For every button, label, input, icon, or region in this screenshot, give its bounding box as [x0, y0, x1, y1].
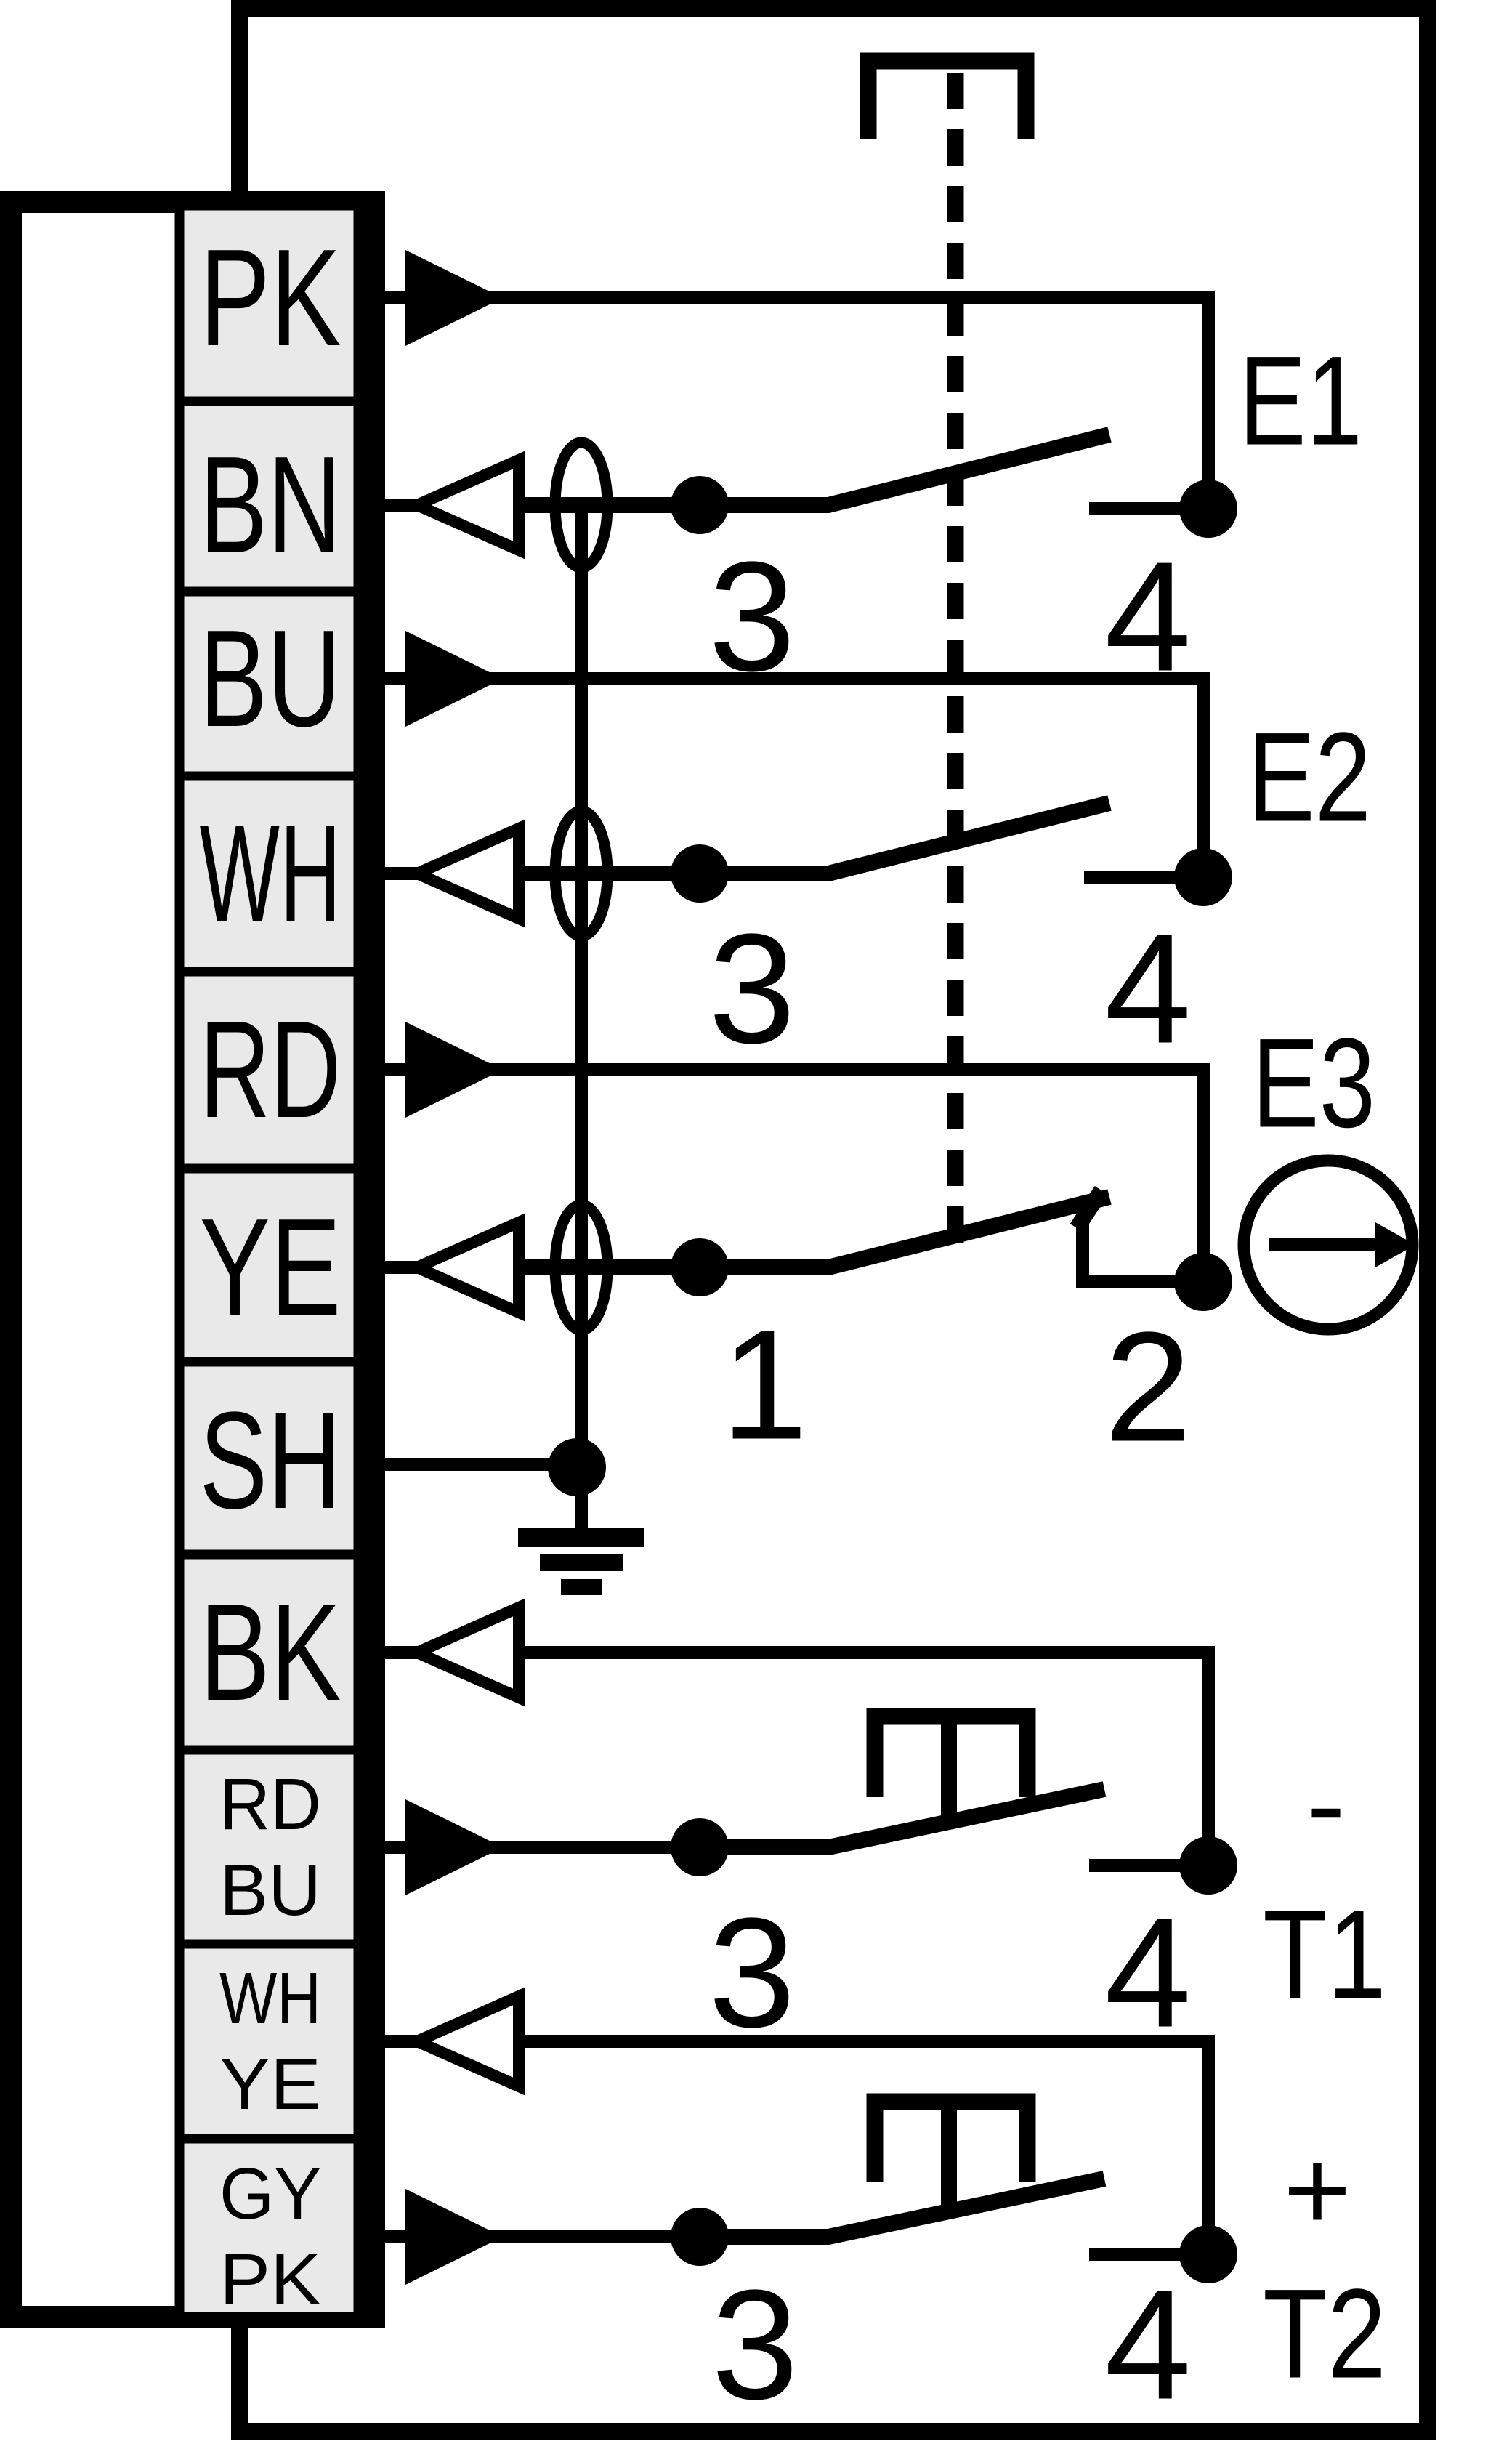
pin-label: RD: [200, 993, 341, 1147]
terminal-dot-4: [1174, 848, 1232, 906]
pin-label: BU: [219, 1849, 321, 1931]
circuit-t1: 3 4 T1 -: [363, 1598, 1386, 2060]
terminal-label: 3: [708, 1885, 796, 2060]
pin-label: YE: [200, 1190, 341, 1344]
terminal-label: 4: [1104, 901, 1192, 1076]
contact-tick: [1070, 1185, 1109, 1233]
pin-label: SH: [200, 1384, 341, 1538]
pin-cell-gypk: GY PK: [174, 2134, 363, 2322]
terminal-dot-3: [671, 844, 729, 903]
mechanical-link: [860, 52, 1035, 1257]
input-arrow-icon: [403, 819, 525, 928]
terminal-dot-4: [1179, 480, 1237, 538]
wire-rd-feed: [363, 1063, 1210, 1282]
switch-arm: [519, 1189, 1112, 1275]
pin-label: YE: [219, 2043, 321, 2125]
pin-cell-pk: PK: [174, 201, 363, 406]
switch-arm: [700, 2171, 1107, 2245]
ground-icon: [518, 1467, 644, 1595]
polarity-plus: +: [1283, 2125, 1351, 2255]
switch-arm: [519, 795, 1112, 881]
output-arrow-icon: [405, 631, 503, 727]
wire-whye-feed: [519, 2035, 1215, 2254]
shield-bus: [363, 437, 644, 1595]
pin-cell-whye: WH YE: [174, 1939, 363, 2144]
pin-cell-ye: YE: [174, 1163, 363, 1367]
pin-label: PK: [200, 221, 341, 375]
pin-label: WH: [200, 796, 341, 951]
terminal-dot-4: [1179, 2225, 1237, 2283]
switch-label: E1: [1239, 331, 1362, 472]
input-arrow-icon: [403, 1598, 525, 1707]
wire-bk-feed: [519, 1646, 1215, 1865]
pin-label: RD: [219, 1764, 321, 1845]
pin-label: BU: [200, 602, 341, 756]
terminal-dot-4: [1179, 1836, 1237, 1895]
terminal-label: 3: [711, 2257, 799, 2432]
pin-cell-bn: BN: [174, 396, 363, 597]
switch-label: E2: [1248, 707, 1371, 849]
output-arrow-icon: [405, 1799, 503, 1895]
pin-label: GY: [219, 2153, 321, 2235]
terminal-label: 4: [1104, 1885, 1192, 2060]
terminal-dot-3: [671, 476, 729, 534]
circuit-t2: 3 4 T2 +: [363, 1987, 1386, 2432]
pin-cell-rdbu: RD BU: [174, 1745, 363, 1949]
actuator-direction-icon: [1237, 1154, 1419, 1336]
pin-cell-sh: SH: [174, 1357, 363, 1560]
terminal-label: 2: [1104, 1299, 1192, 1474]
terminal-dot-2: [1174, 1253, 1232, 1311]
output-arrow-icon: [405, 1022, 503, 1118]
polarity-minus: -: [1306, 1739, 1345, 1869]
terminal-label: 1: [721, 1297, 808, 1472]
circuit-e3: 1 2 E3: [363, 1013, 1419, 1474]
wire-bu-feed: [363, 672, 1210, 877]
input-arrow-icon: [403, 1213, 525, 1322]
plunger-icon: [866, 2093, 1036, 2216]
diagram-frame: [231, 0, 1436, 2440]
pin-cell-wh: WH: [174, 771, 363, 977]
pin-cell-bu: BU: [174, 586, 363, 781]
terminal-dot-3: [671, 1818, 729, 1876]
plunger-icon: [866, 1708, 1036, 1828]
output-arrow-icon: [405, 250, 503, 346]
output-arrow-icon: [405, 2189, 503, 2285]
circuit-e1: 3 4 E1: [363, 250, 1362, 704]
pin-cell-rd: RD: [174, 967, 363, 1174]
terminal-dot-3: [671, 2208, 729, 2266]
pin-cell-bk: BK: [174, 1549, 363, 1755]
terminal-label: 3: [708, 901, 796, 1076]
switch-label: T2: [1263, 2264, 1386, 2405]
switch-arm: [700, 1781, 1107, 1855]
pin-label: BN: [200, 428, 341, 582]
connector-block: PK BN BU WH RD YE SH BK: [0, 191, 385, 2328]
actuator-bracket-icon: [860, 52, 1035, 139]
pin-label: WH: [219, 1958, 321, 2039]
terminal-dot-1: [671, 1238, 729, 1296]
input-arrow-icon: [403, 451, 525, 560]
switch-label: E3: [1252, 1013, 1375, 1155]
pin-label: PK: [219, 2239, 321, 2320]
circuit-e2: 3 4 E2: [363, 631, 1371, 1076]
switch-label: T1: [1263, 1884, 1386, 2026]
input-arrow-icon: [403, 1987, 525, 2096]
switch-arm: [519, 427, 1112, 513]
terminal-label: 4: [1104, 2257, 1192, 2432]
pin-label: BK: [200, 1575, 341, 1730]
wire-pk-feed: [363, 291, 1215, 509]
